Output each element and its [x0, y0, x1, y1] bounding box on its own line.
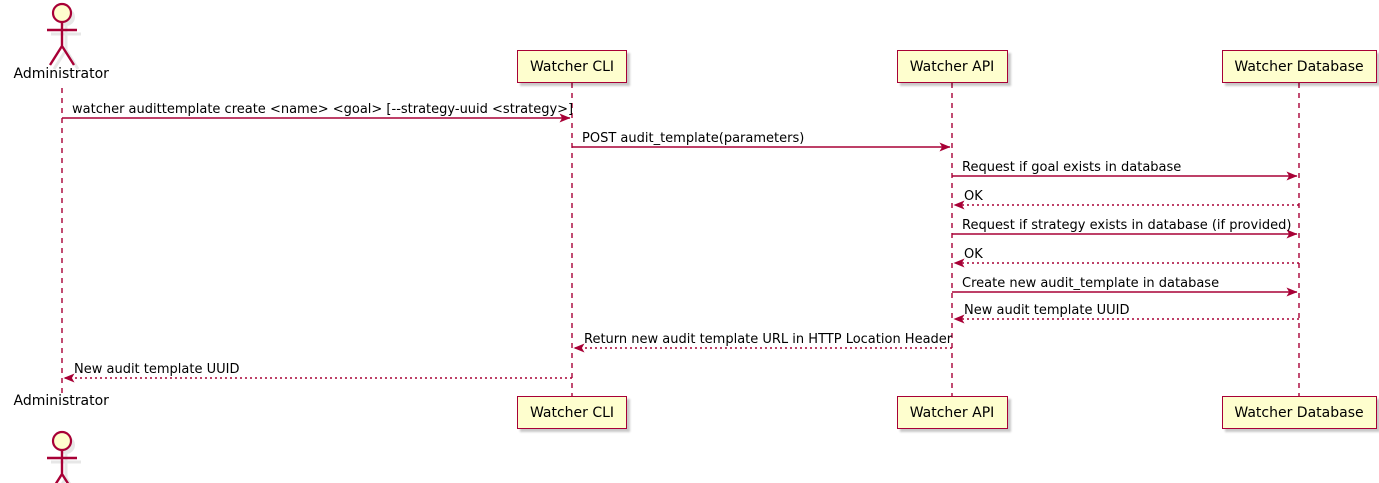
participant-box-watcher-cli-top[interactable]: Watcher CLI [517, 50, 627, 83]
participant-box-watcher-cli-bottom[interactable]: Watcher CLI [517, 396, 627, 429]
participant-box-watcher-api-bottom[interactable]: Watcher API [896, 396, 1008, 429]
message-label-7: Create new audit_template in database [962, 276, 1220, 291]
message-label-6: OK [964, 247, 983, 262]
actor-body [47, 450, 77, 483]
actor-figure-administrator-top[interactable] [47, 2, 81, 70]
message-label-1: watcher audittemplate create <name> <goa… [72, 102, 574, 117]
arrows-group [62, 113, 1299, 383]
message-label-5: Request if strategy exists in database (… [962, 218, 1292, 233]
actor-figures-group [47, 2, 81, 483]
message-label-8: New audit template UUID [964, 303, 1130, 318]
message-label-3: Request if goal exists in database [962, 160, 1182, 175]
message-label-9: Return new audit template URL in HTTP Lo… [584, 332, 953, 347]
actor-label-administrator-bottom: Administrator [13, 393, 109, 409]
actor-label-administrator-top: Administrator [13, 66, 109, 82]
message-label-10: New audit template UUID [74, 362, 240, 377]
actor-head [51, 430, 73, 452]
lifelines-group [61, 83, 1300, 396]
participant-box-watcher-database-bottom[interactable]: Watcher Database [1221, 396, 1377, 429]
message-label-4: OK [964, 189, 983, 204]
actor-head [51, 2, 73, 24]
participant-box-watcher-database-top[interactable]: Watcher Database [1221, 50, 1377, 83]
message-label-2: POST audit_template(parameters) [582, 131, 805, 146]
actor-figure-administrator-bottom[interactable] [47, 430, 81, 483]
participant-box-watcher-api-top[interactable]: Watcher API [896, 50, 1008, 83]
actor-body [47, 22, 77, 66]
